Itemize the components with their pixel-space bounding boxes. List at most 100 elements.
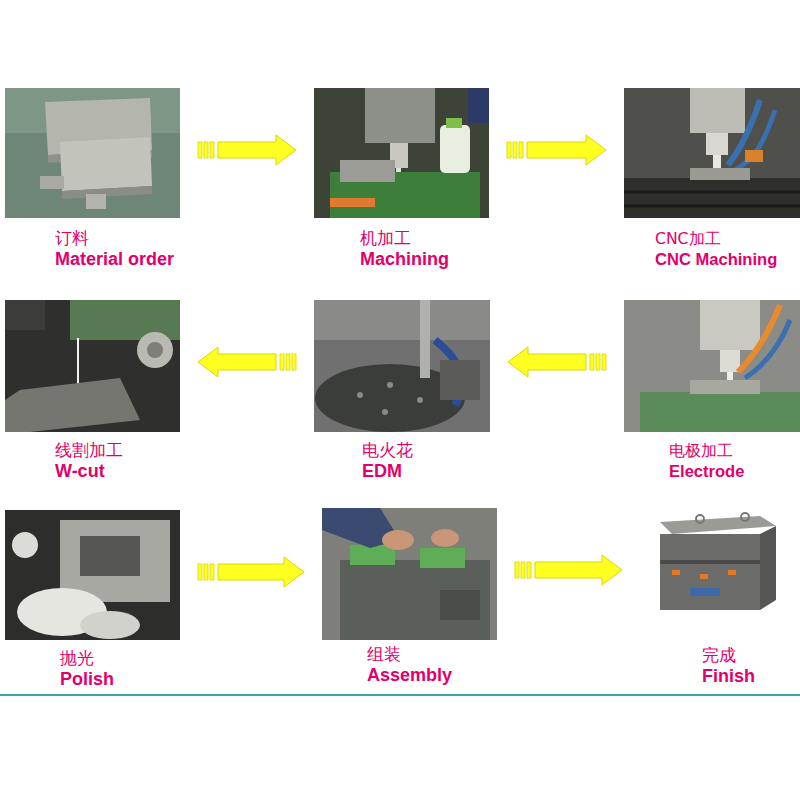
step-label-en: Polish (60, 669, 180, 690)
arrow-tail-stripe (210, 564, 214, 580)
photo-detail (330, 198, 375, 207)
photo-detail (760, 526, 776, 610)
photo-detail (314, 300, 490, 432)
photo-detail (735, 110, 775, 170)
arrow-tail-stripe (519, 142, 523, 158)
photo-detail (640, 392, 800, 432)
photo-detail (314, 88, 489, 218)
step-label-en: Machining (360, 249, 489, 270)
arrow-tail-stripe (515, 562, 519, 578)
process-step: 完成Finish (640, 515, 775, 687)
photo-detail (690, 588, 720, 596)
photo-detail (322, 508, 497, 640)
wcut-photo (5, 300, 180, 432)
step-label-zh: CNC加工 (655, 228, 800, 249)
arrow-tail-stripe (602, 354, 606, 370)
step-label-en: EDM (362, 461, 490, 482)
flow-arrow (198, 557, 304, 587)
photo-detail (440, 125, 470, 173)
photo-detail (728, 570, 736, 575)
photo-detail (340, 160, 395, 182)
arrow-tail-stripe (507, 142, 511, 158)
arrow-tail-stripe (292, 354, 296, 370)
photo-detail (80, 536, 140, 576)
step-label-en: CNC Machining (655, 249, 800, 270)
photo-detail (5, 510, 180, 640)
process-step: 线割加工W-cut (5, 300, 180, 482)
arrow-tail-stripe (596, 354, 600, 370)
step-label-zh: 抛光 (60, 648, 180, 669)
photo-detail (387, 382, 393, 388)
arrow-body (527, 135, 606, 165)
photo-detail (137, 332, 173, 368)
photo-detail (696, 515, 704, 523)
arrow-tail-stripe (198, 142, 202, 158)
photo-detail (700, 300, 760, 350)
photo-detail (468, 88, 489, 123)
arrow-tail-stripe (198, 564, 202, 580)
flow-arrow (507, 135, 606, 165)
arrow-tail-stripe (210, 142, 214, 158)
photo-detail (440, 590, 480, 620)
photo-detail (350, 545, 395, 565)
arrow-tail-stripe (527, 562, 531, 578)
arrow-tail-stripe (204, 142, 208, 158)
photo-detail (624, 88, 800, 218)
photo-detail (357, 392, 363, 398)
finished-mold-photo (660, 513, 776, 610)
photo-detail (624, 178, 800, 218)
arrow-tail-stripe (590, 354, 594, 370)
cnc-photo (624, 88, 800, 218)
photo-detail (690, 168, 750, 180)
photo-detail (745, 150, 763, 162)
arrow-body (535, 555, 622, 585)
photo-detail (741, 513, 749, 521)
process-step: 订料Material order (5, 88, 180, 270)
arrow-tail-stripe (204, 564, 208, 580)
process-step: CNC加工CNC Machining (624, 88, 800, 270)
process-step: 电火花EDM (314, 300, 490, 482)
photo-detail (62, 186, 152, 199)
step-label-zh: 电火花 (362, 440, 490, 461)
photo-detail (340, 560, 490, 640)
flow-arrow (198, 135, 296, 165)
photo-detail (431, 529, 459, 547)
edm-photo (314, 300, 490, 432)
photo-detail (672, 570, 680, 575)
photo-detail (60, 137, 152, 191)
photo-detail (365, 88, 435, 143)
arrow-tail-stripe (286, 354, 290, 370)
assembly-photo (322, 508, 497, 640)
step-label-en: W-cut (55, 461, 180, 482)
photo-detail (5, 88, 180, 218)
photo-detail (700, 574, 708, 579)
arrow-tail-stripe (280, 354, 284, 370)
photo-detail (660, 516, 776, 534)
arrow-body (218, 557, 304, 587)
step-label-zh: 线割加工 (55, 440, 180, 461)
polish-photo (5, 510, 180, 640)
material-photo (5, 88, 180, 218)
photo-detail (382, 530, 414, 550)
step-label-zh: 订料 (55, 228, 180, 249)
step-label-zh: 电极加工 (669, 440, 800, 461)
step-label-zh: 完成 (702, 645, 775, 666)
machining-photo (314, 88, 489, 218)
process-step: 电极加工Electrode (624, 300, 800, 482)
electrode-photo (624, 300, 800, 432)
arrow-body (508, 347, 586, 377)
step-label-zh: 机加工 (360, 228, 489, 249)
flow-arrow (515, 555, 622, 585)
photo-detail (5, 378, 140, 432)
step-label-en: Electrode (669, 461, 800, 482)
step-label-en: Finish (702, 666, 775, 687)
photo-detail (382, 409, 388, 415)
photo-detail (690, 380, 760, 394)
flow-arrow (198, 347, 296, 377)
photo-detail (690, 88, 745, 133)
photo-detail (660, 534, 760, 610)
photo-detail (5, 300, 180, 432)
photo-detail (147, 342, 163, 358)
photo-detail (86, 194, 106, 209)
